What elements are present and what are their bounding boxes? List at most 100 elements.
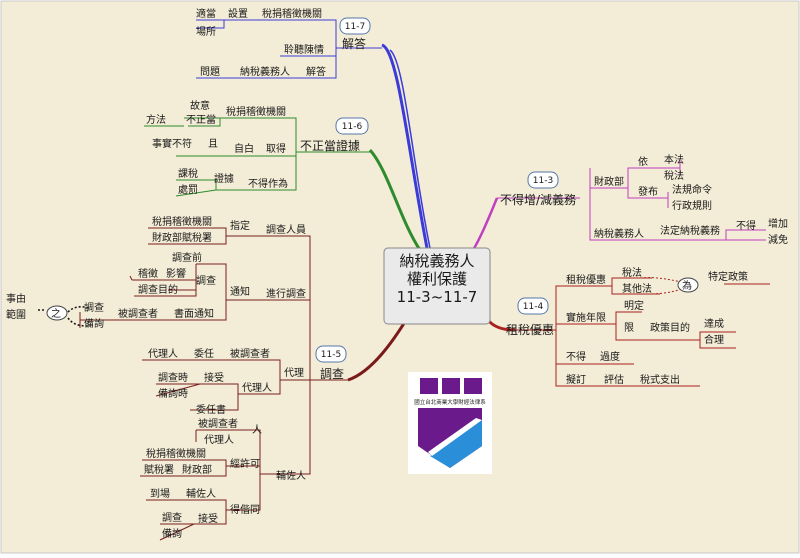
node-of: 之 [51,307,61,320]
node-before: 調查前 [172,251,202,264]
node-delegate: 委任 [194,347,214,360]
badge-11-7 [339,17,371,35]
node-arrive: 到場 [150,487,170,500]
node-legal: 法定納稅義務 [660,224,720,237]
node-inv-agency: 稅捐稽徵機關 [152,215,212,228]
node-taxpayer: 納稅義務人 [240,65,290,78]
node-order: 法規命令 [672,183,712,196]
node-agency-3: 稅捐稽徵機關 [146,447,206,460]
badge-11-3 [527,171,559,189]
node-policy: 特定政策 [708,270,748,283]
badge-11-5 [315,345,347,363]
node-written: 書面通知 [174,307,214,320]
node-incentive: 租稅優惠 [566,273,606,286]
node-investigate: 調查 [196,274,216,287]
node-proceed: 進行調查 [266,287,306,300]
node-mof: 財政部 [594,175,624,188]
branch-title-improper: 不正當證據 [300,138,360,153]
node-accept-2: 接受 [198,512,218,525]
node-draft: 擬訂 [566,373,586,386]
central-line3: 11-3~11-7 [397,288,478,306]
branch-line-improper [368,148,422,251]
node-punish: 處罰 [178,183,198,196]
node-inv-time: 調查時 [158,371,188,384]
branch-line-appeal-inner [389,49,431,249]
branch-title-appeal: 解答 [342,36,366,51]
node-rules: 行政規則 [672,199,712,212]
node-permit: 經許可 [230,457,260,470]
node-setup: 設置 [228,7,248,20]
node-agency-2: 稅捐稽徵機關 [226,105,286,118]
no-change-nodes: 財政部 依 本法 稅法 發布 法規命令 行政規則 納稅義務人 法定納稅義務 不得… [594,153,788,246]
badge-11-7-label: 11-7 [345,22,365,32]
node-expenditure: 稅式支出 [640,373,680,386]
node-agent: 代理 [284,367,304,379]
node-false: 事實不符 [152,137,192,150]
node-limit: 限 [624,322,634,334]
central-node: 納稅義務人 權利保護 11-3~11-7 [383,247,491,325]
appeal-sub-lines [196,19,382,79]
node-commission: 委任書 [196,403,226,416]
node-confess: 自白 [234,142,254,155]
node-accept: 接受 [204,371,224,384]
node-subject-agent: 被調查者 [230,347,270,360]
node-decrease: 減免 [768,233,788,246]
node-agent-label: 代理人 [242,382,272,394]
node-agency: 稅捐稽徵機關 [262,7,322,20]
central-node-box [383,247,491,325]
node-improper: 不正當 [186,113,216,126]
dotted-links [38,306,91,327]
node-staff: 調查人員 [266,223,306,236]
node-assist: 輔佐人 [276,469,306,482]
node-agent-person: 代理人 [148,348,178,360]
node-levy: 稽徵 [138,267,158,280]
central-line1: 納稅義務人 [399,252,474,270]
node-ask-time: 備詢時 [158,387,188,400]
node-issue: 發布 [638,185,658,198]
branch-title-no-change: 不得增/減義務 [500,192,576,207]
node-no-basis: 不得作為 [248,177,288,190]
node-and: 且 [208,138,218,150]
node-subject: 被調查者 [118,307,158,320]
node-inv3: 調查 [162,511,182,524]
node-tax: 課稅 [178,167,198,180]
branch-line-appeal [381,43,429,249]
badge-11-5-label: 11-5 [321,350,341,360]
node-other-law: 其他法 [622,282,652,295]
logo-shield-stripe [430,420,482,468]
investigation-nodes: 調查人員 指定 稅捐稽徵機關 財政部賦稅署 進行調查 通知 調查 調查前 稽徵 … [6,215,306,540]
node-tax-law-2: 稅法 [622,266,642,279]
appeal-nodes: 設置 稅捐稽徵機關 適當 場所 聆聽陳情 解答 納稅義務人 問題 [196,7,326,78]
improper-nodes: 稅捐稽徵機關 故意 不正當 方法 取得 自白 且 事實不符 不得作為 證據 課稅… [146,99,288,196]
investigation-lines [79,227,348,541]
node-increase: 增加 [768,217,788,230]
improper-sub-lines [144,117,370,197]
node-reasonable: 合理 [704,333,724,346]
node-bureau-tax: 賦稅署 [144,464,174,476]
node-inv-bureau: 財政部賦稅署 [152,231,212,244]
node-tax-law: 稅法 [664,169,684,182]
node-specify: 明定 [624,299,644,312]
for-bubble [677,277,699,293]
node-inv2: 調查 [84,301,104,314]
badge-11-4-label: 11-4 [523,302,544,312]
badge-11-6 [335,117,369,135]
node-evaluate: 評估 [604,373,624,386]
node-consent: 得偕同 [230,503,260,516]
node-subject-2: 被調查者 [198,417,238,430]
node-taxpayer-2: 納稅義務人 [594,227,644,240]
node-assistant: 輔佐人 [186,487,216,500]
node-cannot: 不得 [736,220,756,232]
node-cannot-2: 不得 [566,351,586,363]
logo-block-1 [420,378,438,394]
node-notify: 通知 [230,285,250,298]
badge-11-3-label: 11-3 [533,176,553,186]
node-evidence: 證據 [214,172,234,185]
logo-block-3 [464,378,482,394]
node-prepare-2: 備詢 [162,527,182,540]
node-person: 人 [252,424,262,436]
node-mof-2: 財政部 [182,463,212,476]
branch-title-incentive: 租稅優惠 [506,323,554,337]
